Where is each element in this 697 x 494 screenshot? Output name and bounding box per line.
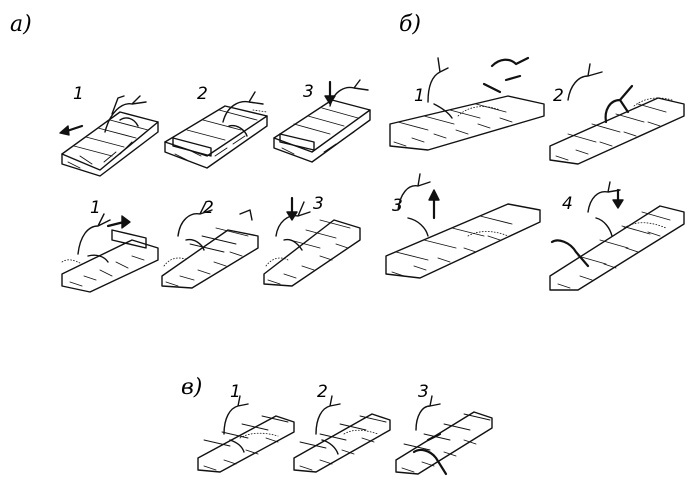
step-number: 3 <box>392 196 403 216</box>
bricklaying-sketch <box>161 201 259 289</box>
bricklaying-sketch <box>164 91 268 169</box>
step-number: 2 <box>203 198 214 218</box>
step-number: 2 <box>317 382 328 402</box>
step-number: 2 <box>197 84 208 104</box>
bricklaying-sketch <box>197 395 295 473</box>
step-number: 3 <box>418 382 429 402</box>
group-label-v: в) <box>181 375 203 400</box>
step-number: 2 <box>553 86 564 106</box>
step-number: 3 <box>313 194 324 214</box>
step-number: 3 <box>303 82 314 102</box>
bricklaying-sketch <box>59 95 159 177</box>
bricklaying-sketch <box>385 173 541 279</box>
step-number: 1 <box>230 382 241 402</box>
step-number: 4 <box>562 194 573 214</box>
bricklaying-sketch <box>549 63 685 165</box>
bricklaying-sketch <box>389 56 545 151</box>
bricklaying-sketch <box>263 196 361 287</box>
bricklaying-sketch <box>395 395 493 476</box>
step-number: 1 <box>90 198 101 218</box>
bricklaying-sketch <box>549 181 685 291</box>
group-label-a: а) <box>10 12 32 37</box>
step-number: 1 <box>73 84 84 104</box>
bricklaying-sketch <box>61 213 159 293</box>
bricklaying-sketch <box>293 395 391 473</box>
group-label-b: б) <box>399 12 422 37</box>
step-number: 1 <box>414 86 425 106</box>
bricklaying-sketch <box>273 79 371 163</box>
